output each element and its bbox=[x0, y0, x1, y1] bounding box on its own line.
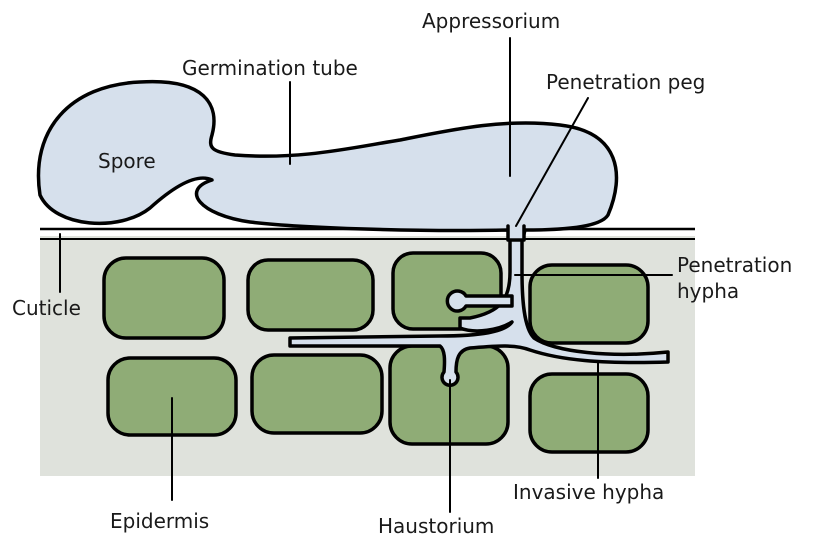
epidermis-cell bbox=[252, 355, 382, 433]
spore-label: Spore bbox=[98, 149, 156, 173]
penetration-hypha-label-line1: Penetration bbox=[677, 253, 792, 277]
epidermis-cell bbox=[530, 374, 648, 452]
epidermis-label: Epidermis bbox=[110, 509, 209, 533]
germination-tube-label: Germination tube bbox=[182, 56, 358, 80]
epidermis-cell bbox=[530, 265, 648, 343]
epidermis-cell bbox=[104, 258, 224, 338]
penetration-hypha-label-line2: hypha bbox=[677, 279, 739, 303]
penetration-peg-label: Penetration peg bbox=[546, 70, 705, 94]
appressorium-label: Appressorium bbox=[422, 9, 560, 33]
epidermis-cell bbox=[248, 260, 373, 330]
invasive-hypha-label: Invasive hypha bbox=[513, 480, 664, 504]
haustorium-label: Haustorium bbox=[378, 514, 494, 538]
cuticle-label: Cuticle bbox=[12, 296, 81, 320]
penetration-peg-shape bbox=[508, 226, 524, 240]
